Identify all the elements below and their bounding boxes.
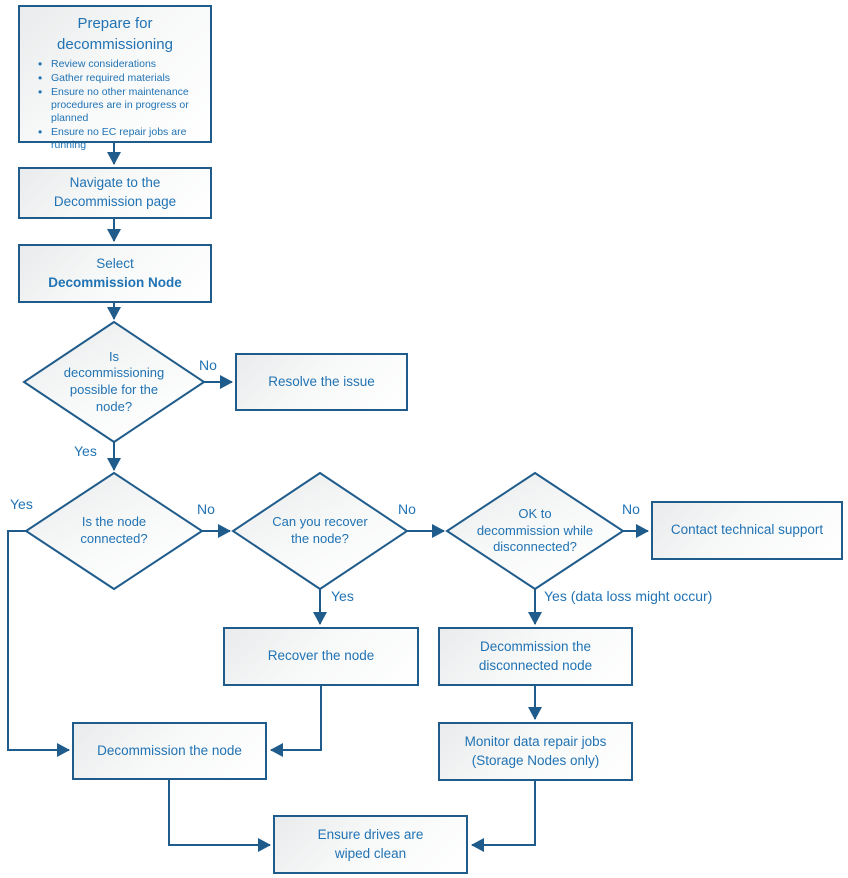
flow-box-label: Navigate to the Decommission page (53, 175, 177, 209)
flow-box-label: Decommission the node (97, 742, 242, 758)
edge-label-possible-no: No (199, 357, 217, 373)
flow-box-contact-support: Contact technical support (651, 501, 843, 560)
edge-label-connected-yes: Yes (10, 496, 33, 512)
prepare-bullet-list: Review considerations Gather required ma… (28, 57, 202, 153)
prepare-title: Prepare for decommissioning (57, 15, 173, 53)
flow-box-decommission-disconnected: Decommission the disconnected node (438, 627, 633, 686)
connector-decommission-node-to-ensure (168, 780, 271, 852)
decision-ok-disconnected-shape (445, 471, 625, 591)
flow-box-ensure-wiped: Ensure drives are wiped clean (273, 815, 468, 874)
edge-label-ok-no: No (622, 501, 640, 517)
flow-box-decommission-node: Decommission the node (72, 722, 267, 780)
flow-box-label: Ensure drives are wiped clean (317, 826, 424, 861)
flow-box-label: Contact technical support (670, 522, 824, 538)
connector-connected-yes-to-decommission-node (7, 530, 70, 757)
bullet-item: Ensure no EC repair jobs are running (38, 125, 202, 152)
flow-box-navigate: Navigate to the Decommission page (18, 167, 212, 219)
flow-box-label: Monitor data repair jobs (Storage Nodes … (464, 733, 607, 768)
decision-possible-shape (22, 320, 206, 444)
edge-label-connected-no: No (197, 501, 215, 517)
bullet-item: Review considerations (38, 57, 202, 72)
flow-box-prepare: Prepare for decommissioning Review consi… (18, 5, 212, 151)
flow-box-label: Select (96, 255, 134, 271)
flow-box-label: Recover the node (267, 648, 375, 664)
flow-box-label: Resolve the issue (268, 373, 375, 389)
edge-label-ok-yes: Yes (data loss might occur) (544, 588, 713, 604)
flow-box-label-bold: Decommission Node (48, 274, 182, 290)
edge-label-possible-yes: Yes (74, 443, 97, 459)
connector-monitor-to-ensure (471, 781, 536, 852)
edge-label-can-recover-no: No (398, 501, 416, 517)
flow-box-recover: Recover the node (223, 627, 419, 686)
bullet-item: Gather required materials (38, 71, 202, 86)
flow-box-select: Select Decommission Node (18, 244, 212, 303)
flow-box-monitor-repair: Monitor data repair jobs (Storage Nodes … (438, 722, 633, 781)
decision-can-recover-shape (231, 471, 409, 591)
bullet-item: Ensure no other maintenance procedures a… (38, 85, 202, 125)
flow-box-resolve: Resolve the issue (235, 353, 408, 411)
flow-box-label: Decommission the disconnected node (478, 638, 593, 673)
edge-label-can-recover-yes: Yes (331, 588, 354, 604)
decision-connected-shape (24, 471, 204, 591)
connector-recover-to-decommission-node (270, 686, 322, 757)
